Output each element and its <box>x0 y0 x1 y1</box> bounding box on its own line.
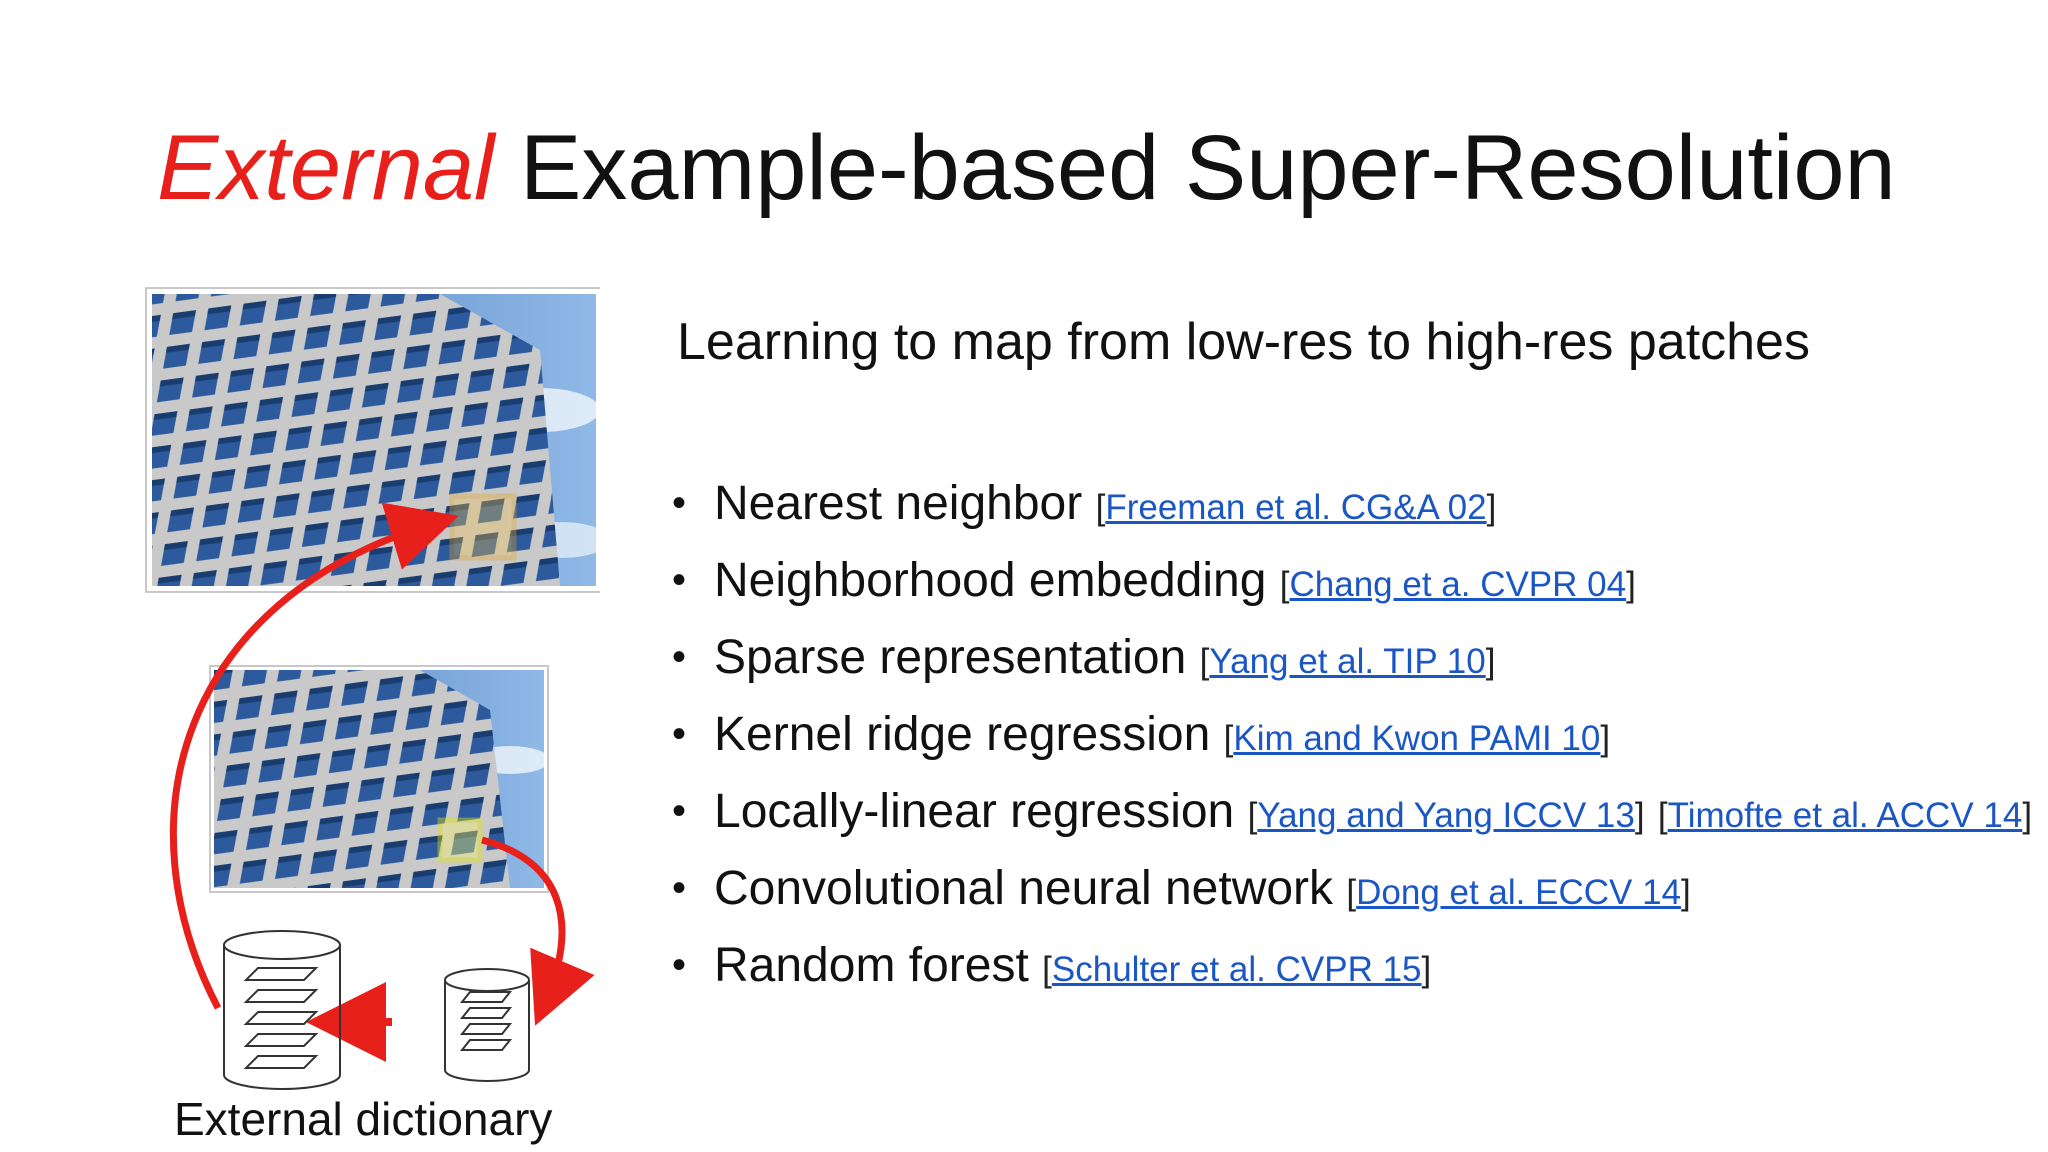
patch-cylinder <box>444 968 530 1082</box>
citation-link[interactable]: Freeman et al. CG&A 02 <box>1105 488 1487 527</box>
method-label: Random forest <box>714 939 1029 992</box>
citation-link[interactable]: Dong et al. ECCV 14 <box>1356 873 1682 912</box>
bullet-icon: • <box>672 866 687 910</box>
citation-link[interactable]: Timofte et al. ACCV 14 <box>1667 796 2023 835</box>
citation: [Yang et al. TIP 10] <box>1199 642 1496 681</box>
citation: [Kim and Kwon PAMI 10] <box>1223 719 1611 758</box>
method-list-item: • Locally-linear regression [Yang and Yan… <box>672 773 2032 850</box>
citation-link[interactable]: Kim and Kwon PAMI 10 <box>1233 719 1601 758</box>
bullet-icon: • <box>672 635 687 679</box>
method-label: Sparse representation <box>714 631 1187 684</box>
citation-link[interactable]: Yang et al. TIP 10 <box>1209 642 1486 681</box>
method-list-item: • Random forest [Schulter et al. CVPR 15] <box>672 927 2032 1004</box>
citation: [Timofte et al. ACCV 14] <box>1657 796 2033 835</box>
citation-link[interactable]: Chang et a. CVPR 04 <box>1289 565 1627 604</box>
method-label: Nearest neighbor <box>714 477 1083 530</box>
arrow-to-high-res <box>169 502 459 1010</box>
method-label: Kernel ridge regression <box>714 708 1211 761</box>
method-list: • Nearest neighbor [Freeman et al. CG&A 0… <box>672 465 2032 1004</box>
arrow-to-patches <box>481 836 595 1026</box>
citation-link[interactable]: Schulter et al. CVPR 15 <box>1051 950 1422 989</box>
high-res-patch <box>449 493 517 561</box>
citation: [Dong et al. ECCV 14] <box>1346 873 1691 912</box>
method-label: Convolutional neural network <box>714 862 1334 915</box>
title-emphasis: External <box>157 117 495 219</box>
low-res-patch <box>437 817 483 863</box>
method-list-item: • Sparse representation [Yang et al. TIP … <box>672 619 2032 696</box>
bullet-icon: • <box>672 558 687 602</box>
external-dictionary-cylinder <box>223 930 341 1090</box>
slide-title: External Example-based Super-Resolution <box>157 117 1896 219</box>
citation: [Chang et a. CVPR 04] <box>1279 565 1636 604</box>
method-list-item: • Kernel ridge regression [Kim and Kwon P… <box>672 696 2032 773</box>
method-list-item: • Nearest neighbor [Freeman et al. CG&A 0… <box>672 465 2032 542</box>
method-list-item: • Neighborhood embedding [Chang et a. CVP… <box>672 542 2032 619</box>
method-label: Locally-linear regression <box>714 785 1235 838</box>
method-list-item: • Convolutional neural network [Dong et a… <box>672 850 2032 927</box>
bullet-icon: • <box>672 789 687 833</box>
title-rest: Example-based Super-Resolution <box>494 117 1896 219</box>
citation: [Freeman et al. CG&A 02] <box>1095 488 1497 527</box>
citation: [Yang and Yang ICCV 13] <box>1247 796 1645 835</box>
example-figure <box>145 287 600 1090</box>
citation-link[interactable]: Yang and Yang ICCV 13 <box>1257 796 1635 835</box>
bullet-icon: • <box>672 712 687 756</box>
building-photo-low-res <box>209 665 549 893</box>
bullet-icon: • <box>672 481 687 525</box>
citation: [Schulter et al. CVPR 15] <box>1042 950 1432 989</box>
method-label: Neighborhood embedding <box>714 554 1267 607</box>
subtitle: Learning to map from low-res to high-res… <box>677 313 1810 371</box>
figure-caption: External dictionary <box>174 1093 553 1145</box>
bullet-icon: • <box>672 943 687 987</box>
